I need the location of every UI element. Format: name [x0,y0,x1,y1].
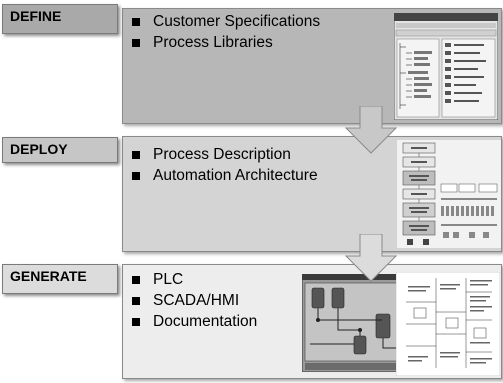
bullet-text: SCADA/HMI [153,291,240,309]
scada-screenshot [302,274,412,372]
bullet-square-icon [132,171,140,180]
generate-bullet: Documentation [132,311,257,332]
define-bullet: Process Libraries [132,32,320,53]
define-tag: DEFINE [2,4,118,34]
bullet-text: Process Description [153,145,291,163]
bullet-square-icon [132,317,140,326]
bullet-square-icon [132,150,140,159]
deploy-to-generate-arrow-icon [345,234,397,282]
generate-bullet: PLC [132,269,257,290]
bullet-square-icon [132,17,140,26]
generate-bullet-list: PLC SCADA/HMI Documentation [132,269,257,332]
bullet-text: Documentation [153,312,258,330]
bullet-square-icon [132,38,140,47]
deploy-bullet-list: Process Description Automation Architect… [132,144,318,186]
bullet-text: Customer Specifications [153,12,321,30]
define-bullet: Customer Specifications [132,11,320,32]
bullet-square-icon [132,275,140,284]
bullet-square-icon [132,296,140,305]
deploy-tag: DEPLOY [2,137,118,163]
deploy-bullet: Process Description [132,144,318,165]
library-window-screenshot [394,13,498,120]
define-bullet-list: Customer Specifications Process Librarie… [132,11,320,53]
deploy-bullet: Automation Architecture [132,165,318,186]
generate-bullet: SCADA/HMI [132,290,257,311]
bullet-text: PLC [153,270,184,288]
bullet-text: Process Libraries [153,33,273,51]
documentation-screenshot [396,272,500,376]
generate-tag: GENERATE [2,264,118,294]
define-to-deploy-arrow-icon [345,106,397,154]
bullet-text: Automation Architecture [153,166,318,184]
hierarchy-screenshot [397,140,501,248]
